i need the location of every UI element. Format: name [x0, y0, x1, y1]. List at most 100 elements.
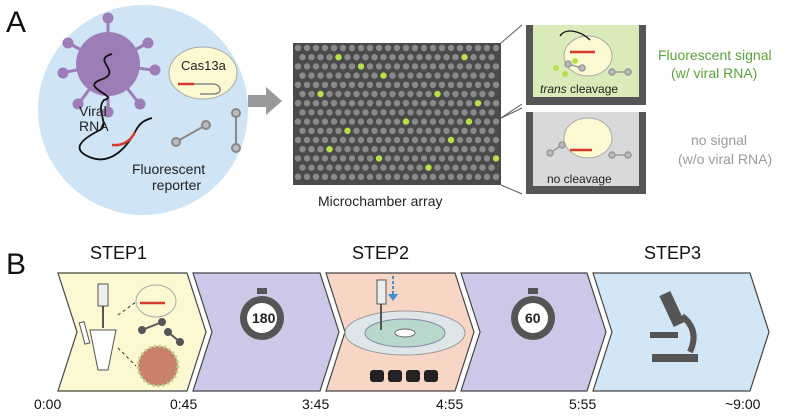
timer-60-value: 60 — [525, 310, 541, 326]
microchamber-dot — [398, 109, 405, 116]
microchamber-dot — [411, 136, 419, 144]
microchamber-dot — [402, 118, 410, 125]
microchamber-dot — [411, 118, 419, 125]
microchamber-dot — [483, 118, 491, 125]
microchamber-dot — [488, 72, 495, 79]
microchamber-dot — [398, 127, 405, 134]
microchamber-dot — [294, 118, 302, 125]
microchamber-dot — [470, 146, 477, 153]
microchamber-dot — [299, 72, 306, 79]
microchamber-dot — [452, 146, 459, 153]
microchamber-dot — [407, 54, 414, 61]
microchamber-dot — [335, 72, 342, 79]
no-cleavage-label: no cleavage — [547, 172, 612, 186]
microchamber-dot — [452, 54, 459, 61]
microchamber-dot — [483, 100, 491, 107]
microchamber-dot — [303, 155, 311, 162]
microchamber-dot — [312, 81, 320, 89]
microchamber-dot — [362, 109, 369, 116]
microchamber-dot — [411, 155, 419, 162]
microchamber-dot — [429, 63, 437, 70]
microchamber-dot — [353, 164, 360, 171]
microchamber-dot — [303, 100, 311, 107]
microchamber-dot — [362, 146, 369, 153]
microchamber-dot — [474, 118, 482, 125]
step1-chevron — [57, 272, 207, 392]
microchamber-dot — [375, 136, 383, 144]
microchamber-dot — [312, 63, 320, 70]
microchamber-dot — [411, 173, 419, 180]
microchamber-dot — [321, 44, 329, 52]
microchamber-dot — [384, 81, 392, 89]
microchamber-dot — [371, 127, 378, 134]
microchamber-dot — [303, 63, 311, 70]
microchamber-dot — [452, 72, 459, 79]
microchamber-dot — [393, 63, 401, 70]
microchamber-dot — [348, 63, 356, 70]
microchamber-dot — [308, 127, 315, 134]
microchamber-dot — [339, 118, 347, 125]
microchamber-dot — [443, 90, 450, 98]
microchamber-dot — [357, 81, 365, 89]
microchamber-dot — [456, 136, 464, 144]
microchamber-dot — [384, 155, 392, 162]
microchamber-dot — [330, 136, 338, 144]
microchamber-dot — [308, 146, 315, 153]
microchamber-dot — [456, 173, 464, 180]
microchamber-dot — [353, 127, 360, 134]
microchamber-dot — [461, 109, 468, 116]
microchamber-dot — [443, 164, 450, 171]
microchamber-dot — [380, 146, 387, 153]
microchamber-dot — [465, 44, 473, 52]
microchamber-dot — [479, 164, 486, 171]
microchamber-dot — [366, 100, 374, 107]
microchamber-dot — [416, 146, 423, 153]
microchamber-dot — [443, 127, 450, 134]
microchamber-dot — [294, 173, 302, 180]
microchamber-dot — [438, 63, 446, 70]
microchamber-dot — [461, 164, 468, 171]
bead-icon — [136, 344, 180, 388]
step3-chevron — [592, 272, 770, 392]
microchamber-dot — [330, 81, 338, 89]
microchamber-dot — [339, 81, 347, 89]
microchamber-dot — [303, 118, 311, 125]
microchamber-dot — [438, 118, 446, 125]
microchamber-dot — [447, 173, 455, 180]
microchamber-dot — [371, 54, 378, 61]
microchamber-dot — [479, 72, 486, 79]
microchamber-dot — [488, 146, 495, 153]
microchamber-dot — [330, 44, 338, 52]
magnet-icons — [370, 370, 438, 382]
microchamber-dot — [483, 44, 491, 52]
trans-cleavage-label: trans cleavage — [540, 82, 619, 96]
microchamber-dot — [384, 136, 392, 144]
microchamber-dot — [416, 109, 423, 116]
microchamber-dot — [330, 100, 338, 107]
microchamber-dot — [393, 173, 401, 180]
reporter-icon — [171, 108, 241, 153]
microchamber-dot — [465, 81, 473, 89]
microchamber-dot — [330, 155, 338, 162]
microchamber-dot — [474, 155, 482, 162]
microchamber-dot — [321, 173, 329, 180]
microchamber-dot — [488, 109, 495, 116]
microchamber-dot — [398, 164, 405, 171]
microchamber-dot — [312, 100, 320, 107]
microchamber-dot — [434, 127, 441, 134]
microchamber-dot — [312, 44, 320, 52]
microchamber-dot — [470, 109, 477, 116]
microchamber-dot — [312, 173, 320, 180]
microchamber-dot — [335, 164, 342, 171]
microchamber-dot — [393, 136, 401, 144]
microchamber-dot — [456, 155, 464, 162]
microchamber-dot — [321, 63, 329, 70]
microchamber-dot — [447, 155, 455, 162]
time-3: 4:55 — [436, 396, 464, 412]
microchamber-dot — [429, 173, 437, 180]
microchamber-dot — [456, 118, 464, 125]
pipette-icon — [376, 279, 387, 330]
microchamber-dot — [353, 90, 360, 98]
microchamber-dot — [344, 146, 351, 153]
microchamber-dot — [461, 127, 468, 134]
